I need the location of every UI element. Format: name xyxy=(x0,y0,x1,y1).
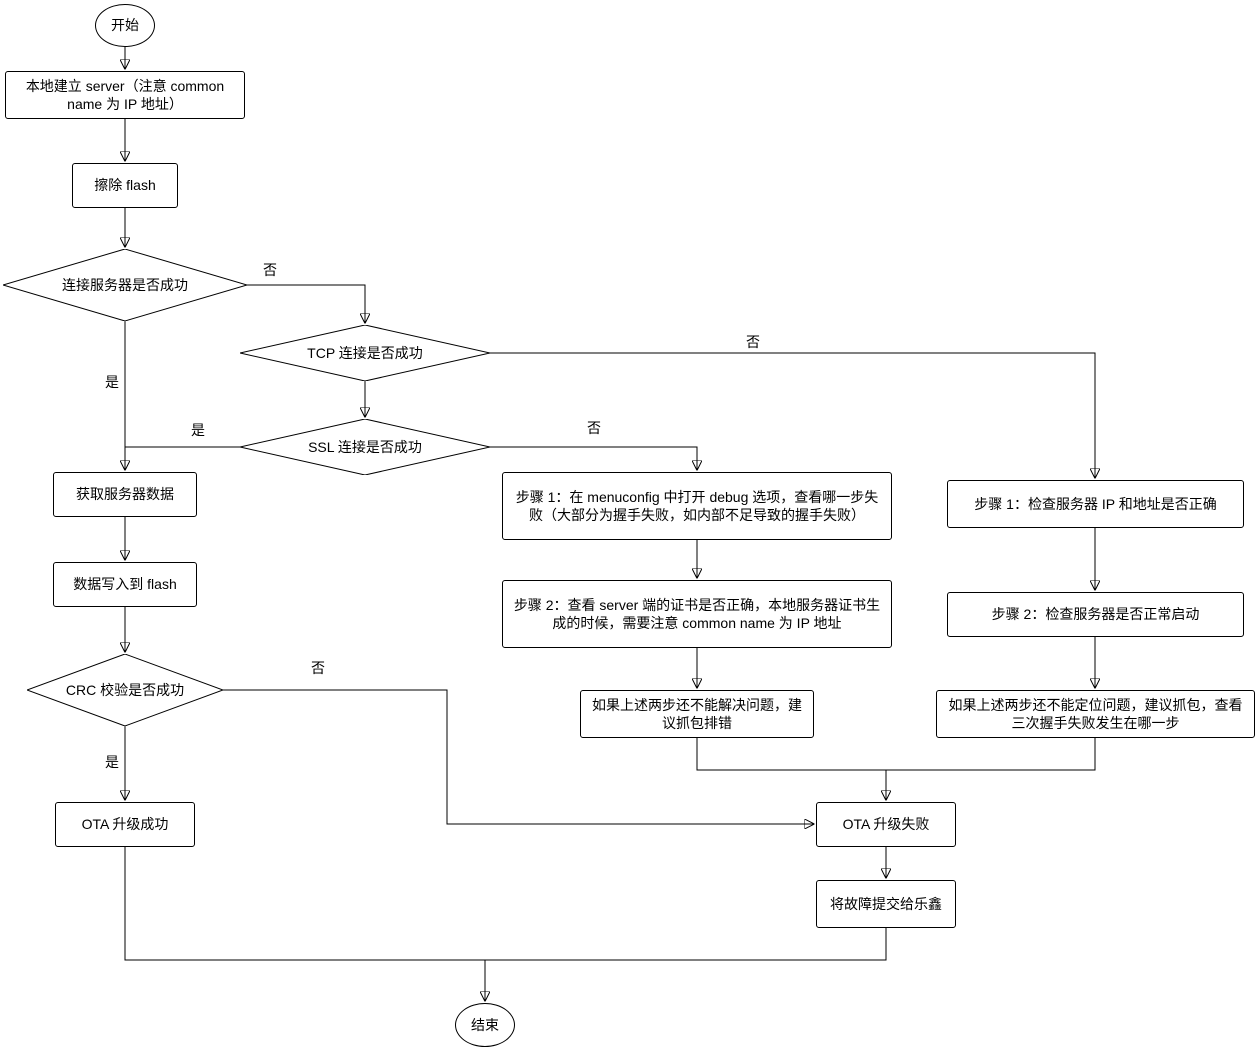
node-write-flash-label: 数据写入到 flash xyxy=(73,576,177,593)
node-tcp-step3-label: 如果上述两步还不能定位问题，建议抓包，查看三次握手失败发生在哪一步 xyxy=(948,696,1243,731)
edge-ota-success-to-end xyxy=(124,847,485,1001)
node-ssl-step1-label: 步骤 1：在 menuconfig 中打开 debug 选项，查看哪一步失败（大… xyxy=(515,488,879,523)
node-report-espressif-label: 将故障提交给乐鑫 xyxy=(830,895,942,912)
decision-ssl-connect-label: SSL 连接是否成功 xyxy=(308,438,422,455)
diamond-shape xyxy=(27,654,223,726)
node-ssl-step1: 步骤 1：在 menuconfig 中打开 debug 选项，查看哪一步失败（大… xyxy=(502,472,892,540)
node-build-server: 本地建立 server（注意 common name 为 IP 地址） xyxy=(5,71,245,119)
edge-connect-server-no-to-tcp xyxy=(247,284,365,323)
decision-connect-server: 连接服务器是否成功 xyxy=(3,249,247,321)
node-erase-flash: 擦除 flash xyxy=(72,163,178,208)
edge-label-tcp-no: 否 xyxy=(743,332,763,352)
node-ota-success-label: OTA 升级成功 xyxy=(81,816,169,833)
decision-tcp-connect: TCP 连接是否成功 xyxy=(240,325,490,381)
node-start: 开始 xyxy=(95,4,155,47)
node-tcp-step1: 步骤 1：检查服务器 IP 和地址是否正确 xyxy=(947,480,1244,528)
node-end-label: 结束 xyxy=(471,1016,499,1033)
edge-ssl-step3-to-ota-fail xyxy=(696,738,886,800)
edge-label-connect-no: 否 xyxy=(260,260,280,280)
decision-tcp-connect-label: TCP 连接是否成功 xyxy=(307,344,423,361)
edge-label-crc-no: 否 xyxy=(308,658,328,678)
node-ota-fail: OTA 升级失败 xyxy=(816,802,956,847)
decision-crc-check-label: CRC 校验是否成功 xyxy=(65,681,185,698)
edge-label-crc-yes: 是 xyxy=(102,752,122,772)
node-tcp-step1-label: 步骤 1：检查服务器 IP 和地址是否正确 xyxy=(974,495,1217,512)
edge-ssl-no-to-ssl-step1 xyxy=(490,446,697,470)
node-erase-flash-label: 擦除 flash xyxy=(94,177,156,194)
diamond-shape xyxy=(240,419,490,475)
node-end: 结束 xyxy=(455,1003,515,1047)
decision-crc-check: CRC 校验是否成功 xyxy=(27,654,223,726)
node-tcp-step2: 步骤 2：检查服务器是否正常启动 xyxy=(947,592,1244,637)
edge-label-ssl-yes: 是 xyxy=(188,420,208,440)
decision-ssl-connect: SSL 连接是否成功 xyxy=(240,419,490,475)
node-ssl-step2-label: 步骤 2：查看 server 端的证书是否正确，本地服务器证书生成的时候，需要注… xyxy=(513,596,881,631)
node-ota-success: OTA 升级成功 xyxy=(55,802,195,847)
node-build-server-label: 本地建立 server（注意 common name 为 IP 地址） xyxy=(25,77,225,112)
edge-tcp-step3-join xyxy=(886,738,1096,771)
node-ssl-step2: 步骤 2：查看 server 端的证书是否正确，本地服务器证书生成的时候，需要注… xyxy=(502,580,892,648)
diamond-shape xyxy=(240,325,490,381)
node-get-server-data-label: 获取服务器数据 xyxy=(76,486,174,503)
node-get-server-data: 获取服务器数据 xyxy=(53,472,197,517)
node-report-espressif: 将故障提交给乐鑫 xyxy=(816,880,956,928)
node-tcp-step2-label: 步骤 2：检查服务器是否正常启动 xyxy=(991,606,1200,623)
node-ssl-step3-label: 如果上述两步还不能解决问题，建议抓包排错 xyxy=(592,696,802,731)
edge-label-ssl-no: 否 xyxy=(584,418,604,438)
diamond-shape xyxy=(3,249,247,321)
node-ota-fail-label: OTA 升级失败 xyxy=(842,816,930,833)
node-ssl-step3: 如果上述两步还不能解决问题，建议抓包排错 xyxy=(580,690,814,738)
node-tcp-step3: 如果上述两步还不能定位问题，建议抓包，查看三次握手失败发生在哪一步 xyxy=(936,690,1255,738)
node-write-flash: 数据写入到 flash xyxy=(53,562,197,607)
edge-label-connect-yes: 是 xyxy=(102,372,122,392)
edge-tcp-no-to-tcp-step1 xyxy=(490,352,1095,478)
edge-report-join-end-line xyxy=(485,928,887,961)
node-start-label: 开始 xyxy=(111,17,139,34)
decision-connect-server-label: 连接服务器是否成功 xyxy=(62,276,188,293)
